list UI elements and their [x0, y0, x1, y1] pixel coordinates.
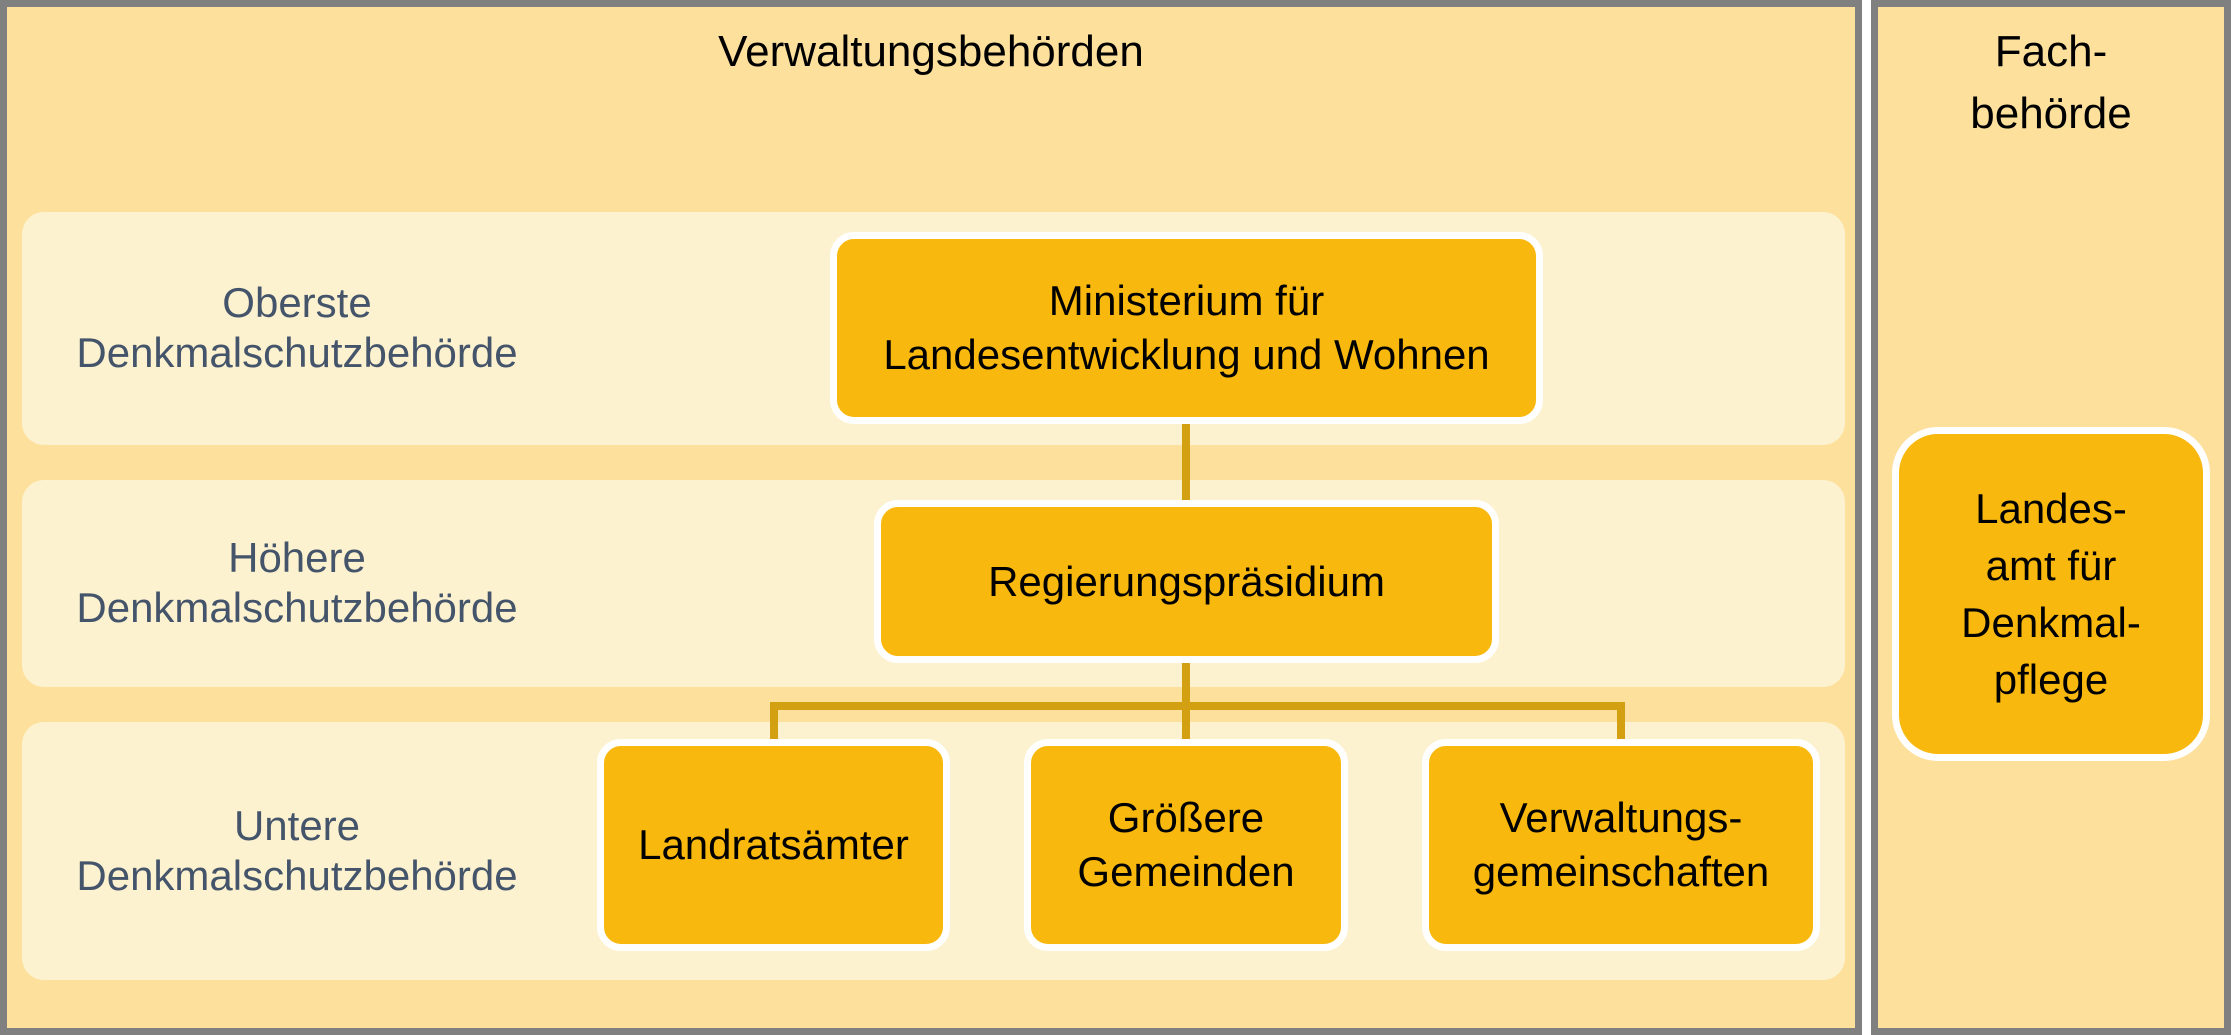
node-regierungspraesidium: Regierungspräsidium: [874, 500, 1499, 663]
fachbehoerde-title: Fach- behörde: [1970, 27, 2132, 138]
verwaltungsbehoerden-panel: Verwaltungsbehörden Oberste Denkmalschut…: [0, 0, 1862, 1035]
row-label-untere-denkmalschutzbehoerde: Untere Denkmalschutzbehörde: [76, 802, 518, 899]
connector-horizontal: [770, 702, 1625, 710]
row-label-hoehere-denkmalschutzbehoerde: Höhere Denkmalschutzbehörde: [76, 534, 518, 631]
node-landesamt-fuer-denkmalpflege: Landes- amt für Denkmal- pflege: [1892, 427, 2210, 761]
connector-ministry-to-regierung: [1182, 422, 1190, 508]
node-ministerium: Ministerium für Landesentwicklung und Wo…: [830, 232, 1543, 424]
verwaltungsbehoerden-title: Verwaltungsbehörden: [718, 27, 1144, 76]
node-groessere-gemeinden: Größere Gemeinden: [1024, 739, 1348, 951]
node-landratsaemter: Landratsämter: [597, 739, 950, 951]
connector-stub-landratsaemter: [770, 702, 778, 744]
row-label-oberste-denkmalschutzbehoerde: Oberste Denkmalschutzbehörde: [76, 279, 518, 376]
fachbehoerde-panel: Fach- behörde Landes- amt für Denkmal- p…: [1871, 0, 2231, 1035]
connector-stub-verwaltungsgemeinschaften: [1617, 702, 1625, 744]
node-verwaltungsgemeinschaften: Verwaltungs- gemeinschaften: [1422, 739, 1820, 951]
